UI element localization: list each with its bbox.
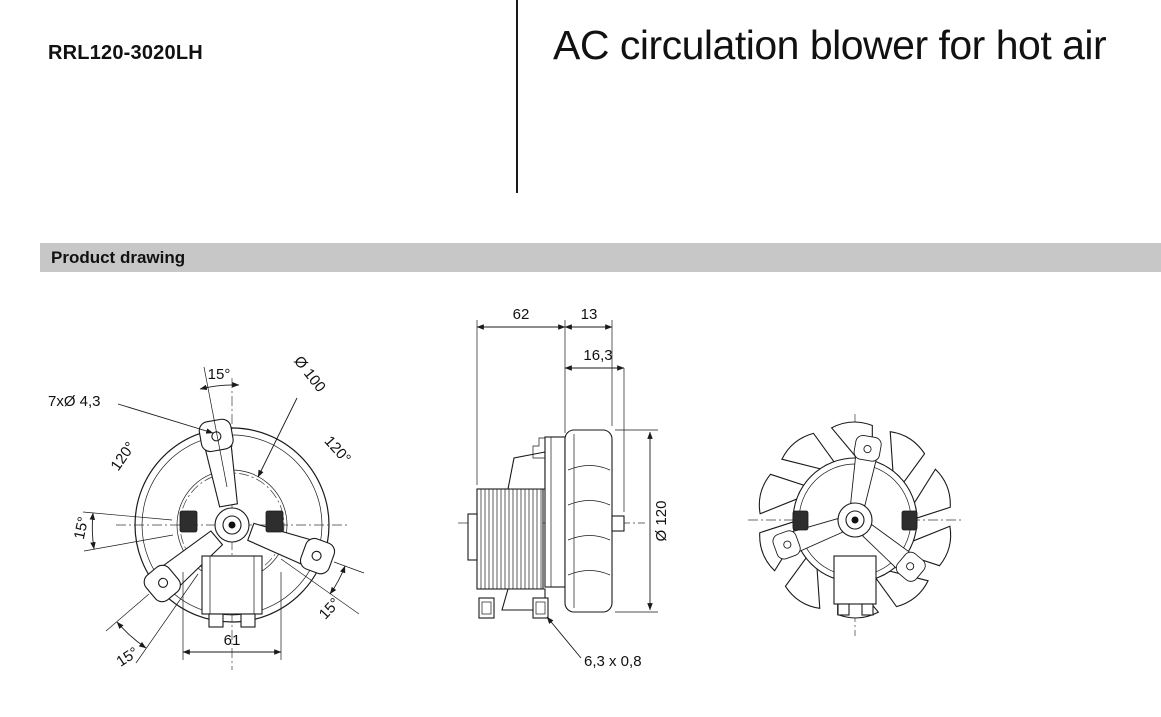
- section-header-bar: Product drawing: [40, 243, 1161, 272]
- rear-housing: [770, 433, 929, 616]
- dim-label-120-left: 120°: [107, 439, 139, 474]
- rear-view-drawing: [748, 414, 962, 636]
- dim-label-width-61: 61: [224, 632, 241, 649]
- dim-label-angle-top: 15°: [208, 366, 231, 383]
- dim-label-15-bottom-right: 15°: [316, 595, 344, 623]
- side-labels: 62 13 16,3 Ø 120 6,3 x 0,8: [513, 306, 670, 670]
- dim-label-bolt-circle: Ø 100: [290, 353, 329, 396]
- front-hub: [214, 507, 250, 543]
- front-mount-arms: [139, 417, 338, 606]
- dim-label-holes: 7xØ 4,3: [48, 393, 101, 410]
- dim-label-120-right: 120°: [321, 433, 354, 467]
- dim-label-15-bottom-left: 15°: [113, 644, 141, 671]
- dim-label-diameter-120: Ø 120: [653, 501, 670, 542]
- front-view-drawing: 15° 7xØ 4,3 Ø 100 120° 120° 15° 15° 15° …: [48, 353, 365, 671]
- dim-label-15-left: 15°: [71, 515, 92, 541]
- section-header-label: Product drawing: [51, 247, 186, 267]
- front-motor-body: [201, 555, 263, 628]
- product-model: RRL120-3020LH: [48, 42, 203, 64]
- dim-label-62: 62: [513, 306, 530, 323]
- product-drawing: 15° 7xØ 4,3 Ø 100 120° 120° 15° 15° 15° …: [48, 306, 962, 671]
- header-divider: [516, 0, 518, 193]
- side-view-drawing: 62 13 16,3 Ø 120 6,3 x 0,8: [458, 306, 670, 670]
- dim-label-16-3: 16,3: [583, 347, 612, 364]
- page-title: AC circulation blower for hot air: [553, 22, 1107, 68]
- side-fan-wheel: [564, 429, 625, 613]
- side-dimension-lines: [476, 320, 658, 659]
- front-dimension-lines: [82, 366, 365, 664]
- side-motor: [467, 451, 549, 619]
- dim-label-terminal: 6,3 x 0,8: [584, 653, 642, 670]
- front-labels: 15° 7xØ 4,3 Ø 100 120° 120° 15° 15° 15° …: [48, 353, 354, 671]
- dim-label-13: 13: [581, 306, 598, 323]
